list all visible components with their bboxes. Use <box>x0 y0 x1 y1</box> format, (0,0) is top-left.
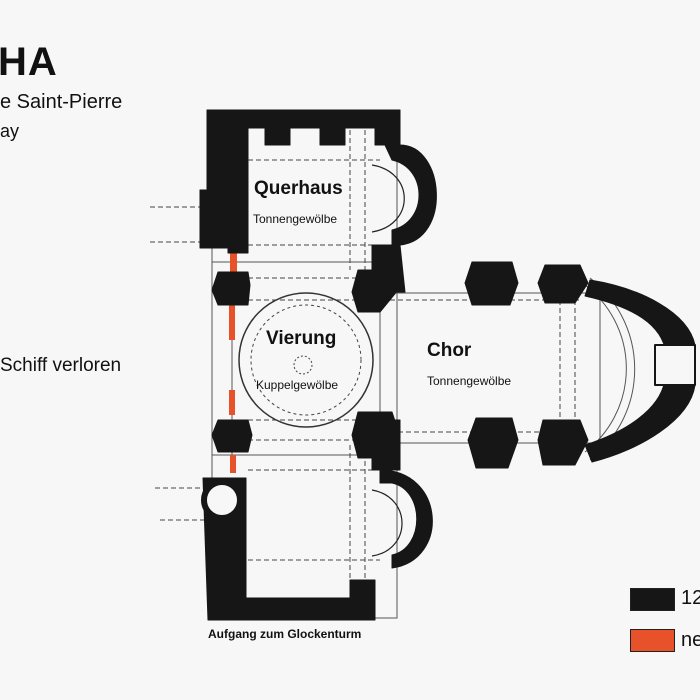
nave-lost-note: Schiff verloren <box>0 355 122 376</box>
vault-label-vierung: Kuppelgewölbe <box>256 378 339 392</box>
subtitle-line-2: ay <box>0 121 20 141</box>
vault-label-querhaus: Tonnengewölbe <box>253 212 338 226</box>
legend-label-black: 12 <box>681 587 700 609</box>
room-label-vierung: Vierung <box>266 328 337 349</box>
page-title: HA <box>0 40 58 84</box>
bell-tower-stair-caption: Aufgang zum Glockenturm <box>208 627 362 641</box>
legend-swatch-black <box>630 588 675 611</box>
room-label-querhaus: Querhaus <box>254 178 343 199</box>
legend-swatch-red <box>630 629 675 652</box>
vault-label-chor: Tonnengewölbe <box>427 374 512 388</box>
subtitle-line-1: e Saint-Pierre <box>0 91 123 113</box>
legend-label-red: ne <box>681 629 700 651</box>
room-label-chor: Chor <box>427 340 472 361</box>
